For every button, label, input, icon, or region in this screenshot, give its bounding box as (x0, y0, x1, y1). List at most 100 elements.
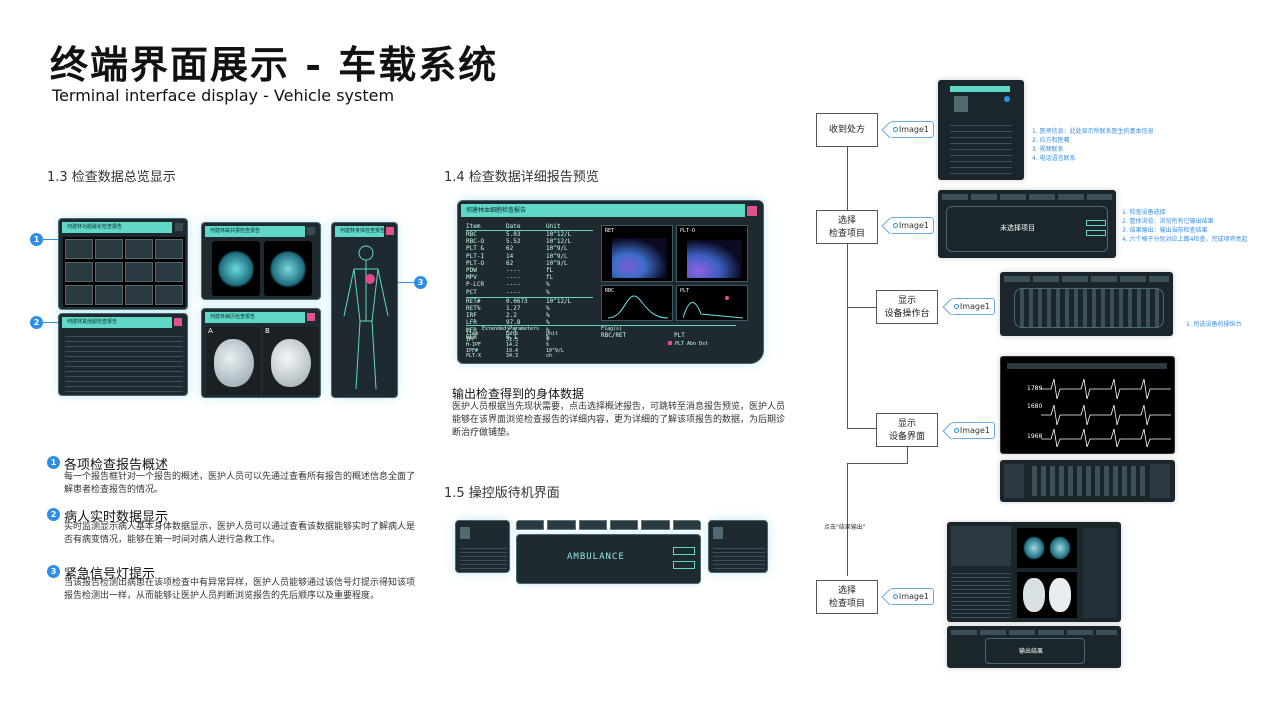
chart-rbc: RBC (601, 285, 673, 321)
table-cell: 97.8 (506, 319, 521, 327)
table-cell: HFR (466, 333, 477, 341)
table-cell: IPF# (466, 347, 479, 354)
table-cell: IPF (466, 336, 476, 343)
chart-plt: PLT (676, 285, 748, 321)
table-cell: 0.1 (506, 333, 517, 341)
flow-click-label: 点击"结果输出" (824, 524, 866, 531)
table-row: PCT ----% (466, 289, 593, 296)
flag-plt-abn: PLT Abn Dst (668, 341, 708, 347)
overview-report-1[interactable]: 何建林功能磁化检查报告 (58, 218, 188, 310)
table-cell: P-LCR (466, 281, 485, 289)
table-cell: fL (546, 267, 554, 275)
report-5-flag (386, 227, 394, 235)
table-cell: % (546, 288, 550, 296)
section-title-1-4: 1.4 检查数据详细报告预览 (444, 170, 599, 185)
table-row: P-LCR----% (466, 281, 593, 288)
report-5-header: 何建林身体检查报告 (335, 226, 384, 237)
section-title-1-5: 1.5 操控版待机界面 (444, 486, 560, 501)
flow-screen-select: 未选择项目 (938, 190, 1116, 258)
image-tag-2: Image1 (890, 217, 934, 234)
flow-screen-console (1000, 272, 1173, 336)
table-cell: PLT-O (466, 259, 485, 267)
report-3-flag (307, 227, 315, 235)
table-cell: ---- (506, 288, 521, 296)
report-2-flag (174, 318, 182, 326)
table-cell: RET# (466, 297, 481, 305)
table-cell: PLT & (466, 245, 485, 253)
flow-screen-output: 输出结果 (947, 626, 1121, 668)
report-1-images (63, 237, 185, 307)
ambulance-display: AMBULANCE (516, 534, 701, 584)
mri-image-right (264, 241, 312, 296)
item-1-title: 各项检查报告概述 (64, 458, 169, 473)
overview-report-3[interactable]: 何建林磁共振检查报告 (201, 222, 321, 300)
table-cell: 10^12/L (546, 231, 572, 238)
standby-btn-2[interactable] (673, 561, 695, 569)
detail-report-flag[interactable] (747, 206, 757, 216)
table-cell: % (546, 312, 550, 320)
table-cell: 10^9/L (546, 245, 568, 253)
table-cell: RBC-O (466, 238, 485, 246)
table-row: PLT & 62 10^9/L (466, 245, 593, 252)
organ-image-a: A (206, 327, 261, 395)
ambulance-label: AMBULANCE (567, 552, 625, 562)
table-cell: 5.03 (506, 231, 521, 238)
table-cell: % (546, 333, 550, 341)
standby-left-panel[interactable] (455, 520, 510, 573)
table-row: MPV----fL (466, 274, 593, 281)
table-cell: PCT (466, 288, 477, 296)
report-3-header: 何建林磁共振检查报告 (205, 226, 305, 237)
table-cell: 62 (506, 259, 514, 267)
standby-right-panel[interactable] (708, 520, 768, 573)
table-cell: 10^9/L (546, 252, 568, 260)
table-cell: 62 (506, 245, 514, 253)
item-2-badge: 2 (47, 508, 60, 521)
table-cell: 19.4 (506, 347, 519, 354)
image-tag-5: Image1 (890, 588, 934, 605)
page-subtitle: Terminal interface display - Vehicle sys… (52, 86, 395, 105)
item-1-badge: 1 (47, 456, 60, 469)
item-2-title: 病人实时数据显示 (64, 510, 169, 525)
table-cell: ---- (506, 281, 521, 289)
table-cell: ---- (506, 274, 521, 282)
table-cell: 10^9/L (546, 259, 568, 267)
badge-2: 2 (30, 316, 43, 329)
table-cell: 0.0673 (506, 297, 528, 305)
table-cell: PDW (466, 267, 477, 275)
table-cell: % (546, 336, 550, 343)
detail-subtitle: 输出检查得到的身体数据 (452, 387, 585, 401)
overview-report-2[interactable]: 何建林其他超检查报告 (58, 313, 188, 396)
table-cell: 14.2 (506, 342, 519, 349)
flow-box-console: 显示设备操作台 (876, 290, 938, 324)
table-cell: 2.1 (506, 326, 517, 334)
report-4-flag (307, 313, 315, 321)
table-cell: PLT-X (466, 353, 482, 360)
page-title: 终端界面展示 - 车载系统 (50, 42, 499, 87)
mri-image-left (212, 241, 260, 296)
flow-screen-overview (947, 522, 1121, 622)
flow-box-receive: 收到处方 (816, 113, 878, 147)
table-cell: MFR (466, 326, 477, 334)
standby-btn-1[interactable] (673, 547, 695, 555)
item-1-desc: 每一个报告框针对一个报告的概述，医护人员可以先通过查看所有报告的概述信息全面了解… (64, 472, 416, 495)
organ-image-b: B (263, 327, 318, 395)
overview-report-4[interactable]: 何建林病历检查报告 A B (201, 308, 321, 398)
overview-report-body[interactable]: 何建林身体检查报告 (331, 222, 398, 398)
flags-label: Flag(s) (601, 326, 623, 332)
badge-1: 1 (30, 233, 43, 246)
table-cell: 10^12/L (546, 238, 572, 246)
badge-3: 3 (414, 276, 427, 289)
detail-desc: 医护人员根据当先现状需要，点击选择概述报告，可跳转至消息报告预览，医护人员能够在… (452, 402, 786, 438)
